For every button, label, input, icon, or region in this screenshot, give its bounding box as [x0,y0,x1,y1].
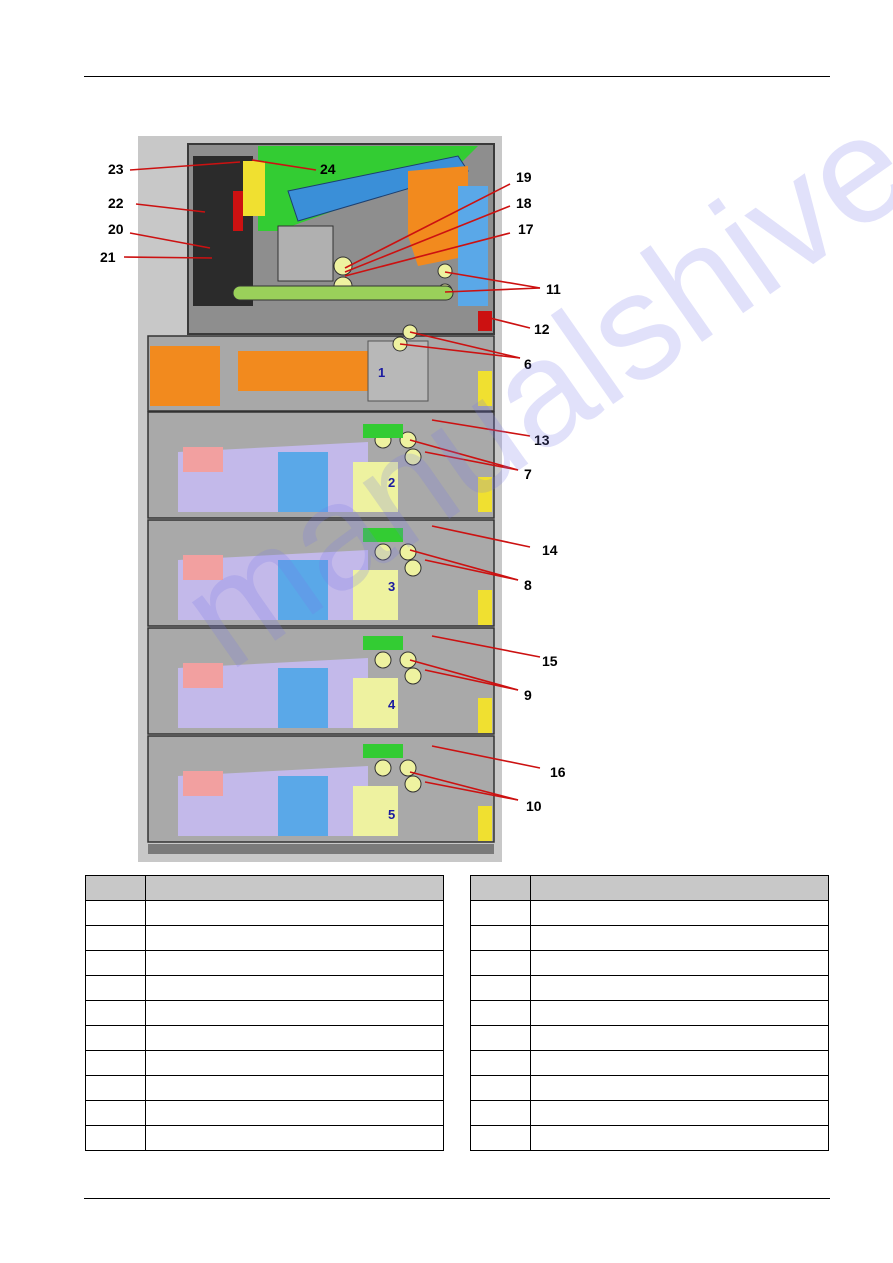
table-row [85,1025,444,1051]
table-row [470,950,829,976]
fuser-roller [333,256,353,276]
tray-number-4: 4 [388,697,396,712]
callout-15: 15 [542,653,558,669]
callout-24: 24 [320,161,336,177]
table-header-row [470,875,829,901]
table-row [85,1075,444,1101]
header-no-cell [470,875,531,901]
table-row [85,1050,444,1076]
callout-9: 9 [524,687,532,703]
red-strip [233,191,243,231]
feed-roller-6a [402,324,418,340]
table-row [85,1125,444,1151]
callout-19: 19 [516,169,532,185]
table-row [85,975,444,1001]
parts-table-left [85,875,444,1151]
callout-18: 18 [516,195,532,211]
tray-number-5: 5 [388,807,396,822]
tray-number-1: 1 [378,365,386,380]
table-header-row [85,875,444,901]
callout-13: 13 [534,432,550,448]
cassette-1-orange-a [150,346,220,406]
imaging-unit [277,225,334,282]
table-row [470,925,829,951]
callout-22: 22 [108,195,124,211]
tray-2 [147,411,495,519]
tray-5 [147,735,495,843]
callout-8: 8 [524,577,532,593]
callout-21: 21 [100,249,116,265]
table-row [85,1100,444,1126]
base-stand [148,844,494,854]
header-rule [84,76,830,77]
parts-table-right [470,875,829,1151]
yellow-strip [243,161,265,216]
callout-10: 10 [526,798,542,814]
printer-cross-section-figure [138,136,502,862]
header-description-cell [530,875,829,901]
callout-20: 20 [108,221,124,237]
header-no-cell [85,875,146,901]
callout-7: 7 [524,466,532,482]
header-description-cell [145,875,444,901]
red-exit-part [478,311,492,331]
callout-23: 23 [108,161,124,177]
upper-roller-a [437,263,453,279]
table-row [470,900,829,926]
table-row [470,1025,829,1051]
cassette-1-yellow-handle [478,371,492,406]
callout-16: 16 [550,764,566,780]
tray-4 [147,627,495,735]
cassette-1-orange-b [238,351,368,391]
table-row [85,925,444,951]
callout-6: 6 [524,356,532,372]
table-row [470,1100,829,1126]
table-row [470,1125,829,1151]
tray-number-2: 2 [388,475,396,490]
tray-number-3: 3 [388,579,396,594]
table-row [470,1075,829,1101]
table-row [470,1000,829,1026]
footer-rule [84,1198,830,1199]
transfer-belt [232,285,454,301]
tray-3 [147,519,495,627]
right-blue-duct [458,186,488,306]
table-row [470,1050,829,1076]
feed-roller-6b [392,336,408,352]
table-row [470,975,829,1001]
callout-14: 14 [542,542,558,558]
callout-11: 11 [546,281,561,297]
table-row [85,950,444,976]
table-row [85,900,444,926]
callout-17: 17 [518,221,534,237]
callout-12: 12 [534,321,550,337]
table-row [85,1000,444,1026]
